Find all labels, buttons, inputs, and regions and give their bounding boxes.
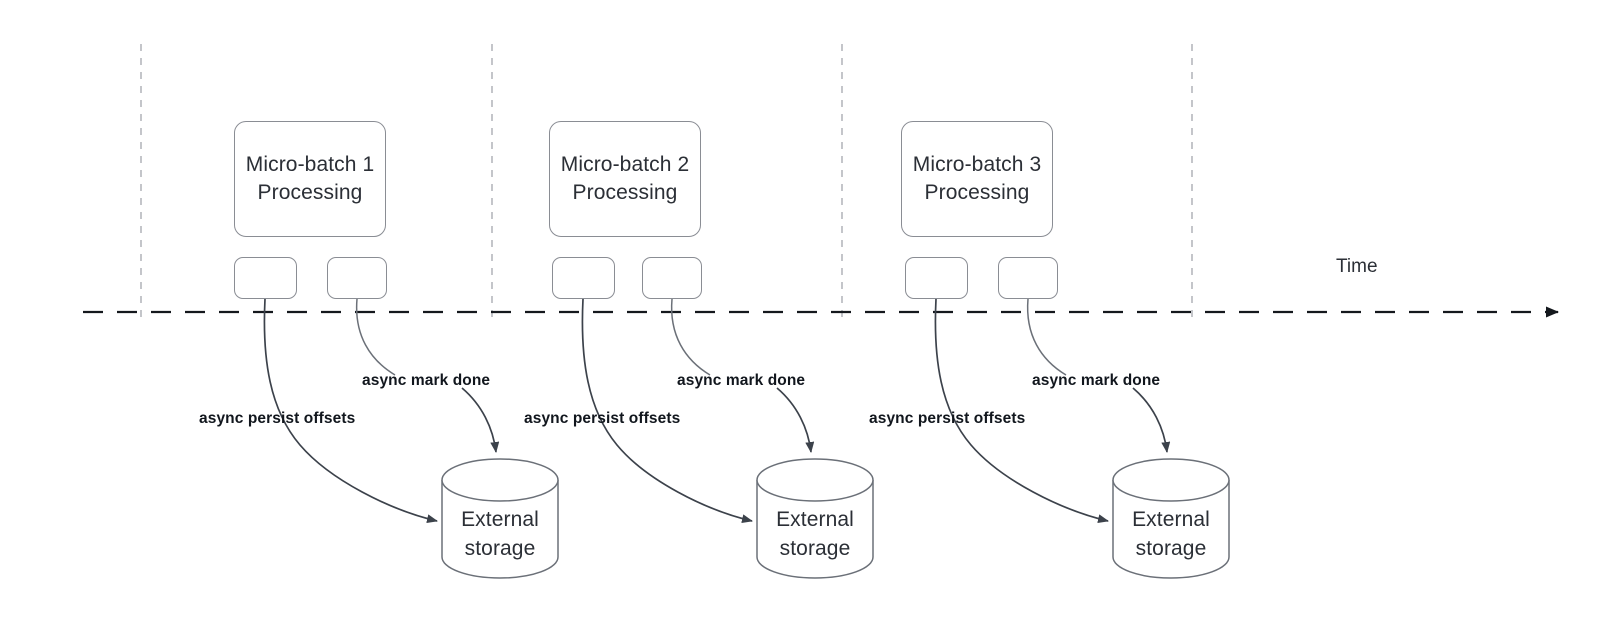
mark-done-curve-1 <box>355 298 396 376</box>
timeline-boundary-guides <box>140 44 1193 320</box>
mark-done-label-3: async mark done <box>1032 372 1161 389</box>
micro-batch-box-3[interactable]: Micro-batch 3 Processing <box>901 121 1053 237</box>
storage-cylinder-1 <box>441 458 559 579</box>
task-box-1b[interactable] <box>327 257 387 299</box>
micro-batch-box-2[interactable]: Micro-batch 2 Processing <box>549 121 701 237</box>
mark-done-curve-2 <box>670 298 711 376</box>
persist-offsets-curve-2 <box>581 298 753 524</box>
task-box-2a[interactable] <box>552 257 615 299</box>
group-3-connectors <box>934 298 1171 524</box>
persist-offsets-curve-3 <box>934 298 1109 524</box>
persist-offsets-label-1: async persist offsets <box>199 410 356 427</box>
micro-batch-label-2: Micro-batch 2 Processing <box>560 153 690 204</box>
mark-done-label-2: async mark done <box>677 372 806 389</box>
mark-done-curve-3 <box>1026 298 1067 376</box>
time-axis-label: Time <box>1336 256 1378 277</box>
task-box-1a[interactable] <box>234 257 297 299</box>
mark-done-curve-2b <box>776 387 815 453</box>
task-box-3b[interactable] <box>998 257 1058 299</box>
task-box-2b[interactable] <box>642 257 702 299</box>
group-1-connectors <box>263 298 500 524</box>
mark-done-curve-3b <box>1132 387 1171 453</box>
persist-offsets-curve-1 <box>263 298 438 524</box>
mark-done-label-1: async mark done <box>362 372 491 389</box>
task-box-3a[interactable] <box>905 257 968 299</box>
storage-cylinder-3 <box>1112 458 1230 579</box>
storage-cylinder-2 <box>756 458 874 579</box>
mark-done-curve-1b <box>461 387 500 453</box>
micro-batch-label-1: Micro-batch 1 Processing <box>245 153 375 204</box>
micro-batch-box-1[interactable]: Micro-batch 1 Processing <box>234 121 386 237</box>
persist-offsets-label-2: async persist offsets <box>524 410 681 427</box>
group-2-connectors <box>581 298 815 524</box>
micro-batch-label-3: Micro-batch 3 Processing <box>912 153 1042 204</box>
persist-offsets-label-3: async persist offsets <box>869 410 1026 427</box>
